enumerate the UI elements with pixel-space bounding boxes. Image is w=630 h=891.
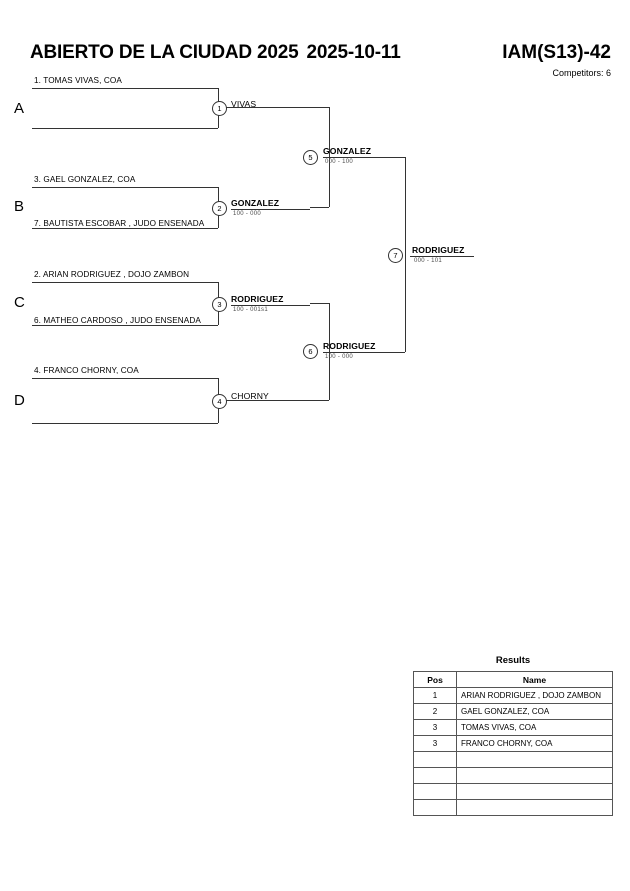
match-winner-2-underline xyxy=(231,209,310,210)
result-pos: 2 xyxy=(413,703,457,720)
match-circle-2[interactable]: 2 xyxy=(212,201,227,216)
entrant-seed-2: 2. ARIAN RODRIGUEZ , DOJO ZAMBON xyxy=(34,270,190,279)
match-circle-3[interactable]: 3 xyxy=(212,297,227,312)
entrant-seed-7: 7. BAUTISTA ESCOBAR , JUDO ENSENADA xyxy=(34,219,205,228)
match-winner-2: GONZALEZ xyxy=(231,198,280,208)
result-name xyxy=(456,799,613,816)
result-name: GAEL GONZALEZ, COA xyxy=(456,703,613,720)
column-header-pos: Pos xyxy=(413,671,457,688)
result-pos xyxy=(413,767,457,784)
table-row: 2 GAEL GONZALEZ, COA xyxy=(413,703,613,720)
match-winner-3: RODRIGUEZ xyxy=(231,294,284,304)
bracket-line-c-bottom xyxy=(32,325,218,326)
event-date: 2025-10-11 xyxy=(306,42,401,63)
result-name xyxy=(456,767,613,784)
result-pos: 3 xyxy=(413,719,457,736)
match-score-7: 000 - 101 xyxy=(414,258,443,264)
match-winner-5: GONZALEZ xyxy=(323,146,372,156)
bracket-line-a-bottom xyxy=(32,128,218,129)
bracket-join-semi-bottom xyxy=(329,303,330,400)
bracket-line-d-top xyxy=(32,378,218,379)
entrant-seed-3: 3. GAEL GONZALEZ, COA xyxy=(34,175,136,184)
match-winner-6: RODRIGUEZ xyxy=(323,341,376,351)
bracket-line-d-bottom xyxy=(32,423,218,424)
pool-label-a: A xyxy=(14,100,25,117)
match-score-6: 100 - 000 xyxy=(325,354,354,360)
results-table: Pos Name 1 ARIAN RODRIGUEZ , DOJO ZAMBON… xyxy=(413,671,613,816)
result-pos xyxy=(413,799,457,816)
match-winner-7: RODRIGUEZ xyxy=(412,245,465,255)
bracket-line-a-top xyxy=(32,88,218,89)
table-row: 3 TOMAS VIVAS, COA xyxy=(413,719,613,736)
match-winner-4: CHORNY xyxy=(231,391,269,401)
table-header-row: Pos Name xyxy=(413,671,613,688)
match-score-3: 100 - 001s1 xyxy=(233,307,268,313)
match-winner-5-underline xyxy=(323,157,400,158)
table-row: 3 FRANCO CHORNY, COA xyxy=(413,735,613,752)
bracket-feed-1-to-5 xyxy=(225,107,329,108)
result-name: FRANCO CHORNY, COA xyxy=(456,735,613,752)
match-circle-1[interactable]: 1 xyxy=(212,101,227,116)
match-circle-5[interactable]: 5 xyxy=(303,150,318,165)
table-row xyxy=(413,751,613,768)
match-circle-7[interactable]: 7 xyxy=(388,248,403,263)
bracket-line-c-top xyxy=(32,282,218,283)
match-score-2: 100 - 000 xyxy=(233,211,262,217)
match-winner-7-underline xyxy=(410,256,474,257)
bracket-line-b-top xyxy=(32,187,218,188)
results-title: Results xyxy=(495,655,531,666)
match-circle-6[interactable]: 6 xyxy=(303,344,318,359)
table-row: 1 ARIAN RODRIGUEZ , DOJO ZAMBON xyxy=(413,687,613,704)
category-code: IAM(S13)-42 xyxy=(502,42,611,63)
result-name: TOMAS VIVAS, COA xyxy=(456,719,613,736)
bracket-feed-4-to-6 xyxy=(225,400,329,401)
column-header-name: Name xyxy=(456,671,613,688)
competitors-count: Competitors: 6 xyxy=(552,68,611,78)
bracket-feed-3-to-6 xyxy=(310,303,329,304)
pool-label-d: D xyxy=(14,392,25,409)
result-pos xyxy=(413,783,457,800)
bracket-line-b-bottom xyxy=(32,228,218,229)
result-name xyxy=(456,751,613,768)
entrant-seed-4: 4. FRANCO CHORNY, COA xyxy=(34,366,139,375)
bracket-feed-5-to-7 xyxy=(400,157,405,158)
result-pos: 1 xyxy=(413,687,457,704)
pool-label-c: C xyxy=(14,294,25,311)
match-score-5: 000 - 100 xyxy=(325,159,354,165)
entrant-seed-1: 1. TOMAS VIVAS, COA xyxy=(34,76,122,85)
page-title: ABIERTO DE LA CIUDAD 2025 2025-10-11 xyxy=(30,42,401,64)
result-name: ARIAN RODRIGUEZ , DOJO ZAMBON xyxy=(456,687,613,704)
result-name xyxy=(456,783,613,800)
bracket-join-final xyxy=(405,157,406,352)
match-winner-1: VIVAS xyxy=(231,99,257,109)
match-winner-3-underline xyxy=(231,305,310,306)
entrant-seed-6: 6. MATHEO CARDOSO , JUDO ENSENADA xyxy=(34,316,201,325)
bracket-feed-2-to-5 xyxy=(310,207,329,208)
bracket-feed-6-to-7 xyxy=(400,352,405,353)
event-name: ABIERTO DE LA CIUDAD 2025 xyxy=(30,42,299,63)
result-pos xyxy=(413,751,457,768)
pool-label-b: B xyxy=(14,198,25,215)
match-circle-4[interactable]: 4 xyxy=(212,394,227,409)
results-panel: Results Pos Name 1 ARIAN RODRIGUEZ , DOJ… xyxy=(413,655,613,816)
match-winner-6-underline xyxy=(323,352,400,353)
table-row xyxy=(413,783,613,800)
table-row xyxy=(413,799,613,816)
table-row xyxy=(413,767,613,784)
result-pos: 3 xyxy=(413,735,457,752)
